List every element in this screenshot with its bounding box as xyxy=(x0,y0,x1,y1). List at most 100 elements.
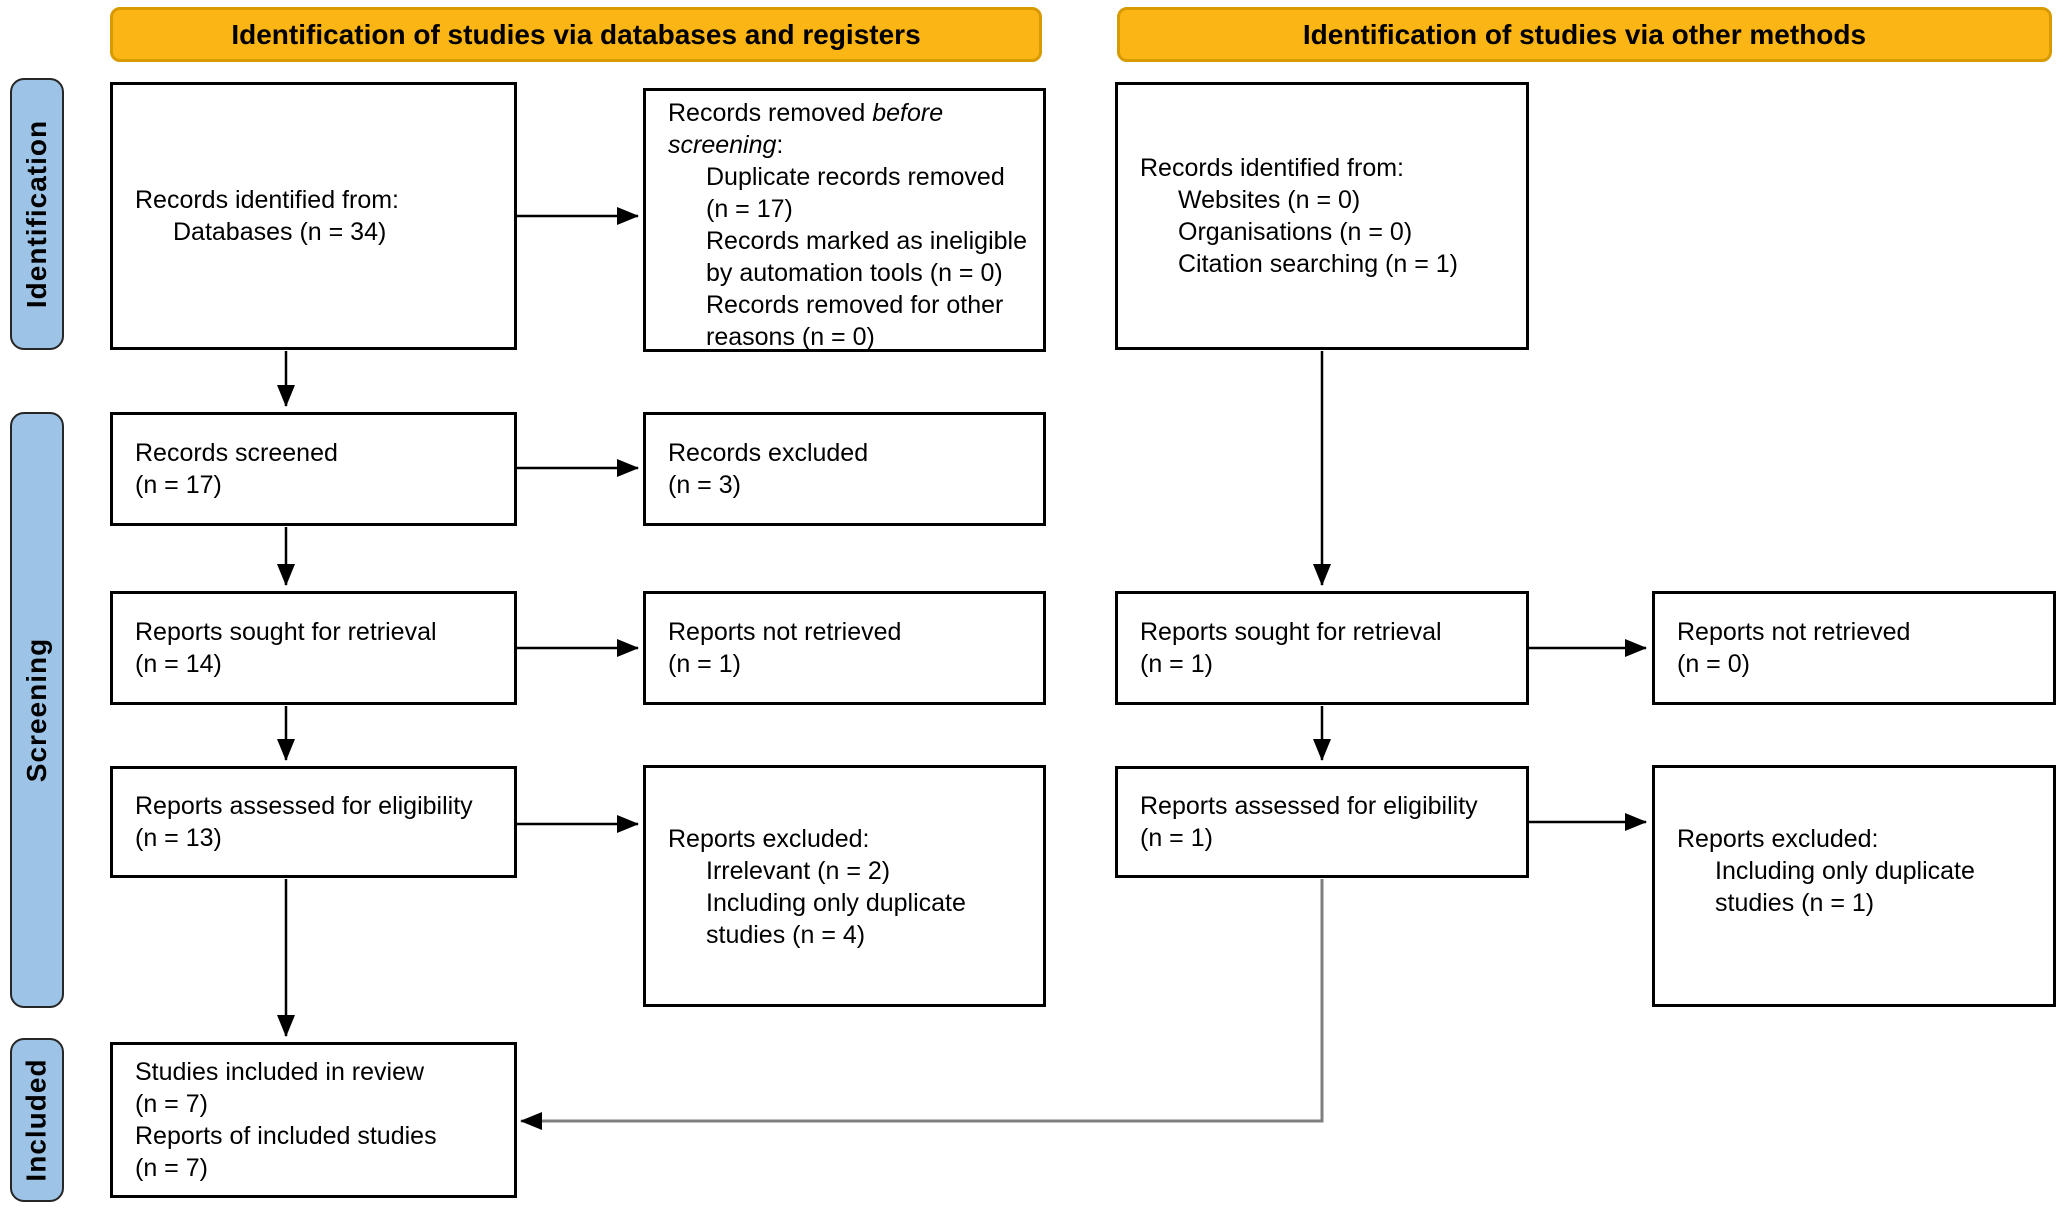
box-text-line: Organisations (n = 0) xyxy=(1140,216,1520,248)
box-text: Including only duplicate xyxy=(706,889,966,917)
box-text: reasons (n = 0) xyxy=(706,323,875,351)
box-text: (n = 17) xyxy=(135,471,222,499)
box-text: (n = 1) xyxy=(1140,650,1213,678)
box-text: studies (n = 1) xyxy=(1715,889,1875,917)
box-text: (n = 13) xyxy=(135,824,222,852)
box-text-line: studies (n = 4) xyxy=(668,919,1037,951)
box-reports-assessed-other: Reports assessed for eligibility (n = 1) xyxy=(1115,766,1529,878)
stage-tab-included: Included xyxy=(10,1038,64,1202)
box-text: Citation searching (n = 1) xyxy=(1178,250,1459,278)
box-text-line: Studies included in review xyxy=(135,1056,508,1088)
box-text: Websites (n = 0) xyxy=(1178,186,1361,214)
box-text-line: Records removed for other xyxy=(668,289,1037,321)
box-text: (n = 7) xyxy=(135,1154,208,1182)
box-text-line: (n = 17) xyxy=(668,193,1037,225)
box-text: Reports assessed for eligibility xyxy=(1140,792,1478,820)
box-text-line: Reports sought for retrieval xyxy=(135,616,508,648)
box-text: Reports of included studies xyxy=(135,1122,437,1150)
box-text: Records removed xyxy=(668,99,873,127)
box-text-line: studies (n = 1) xyxy=(1677,887,2047,919)
box-text: Including only duplicate xyxy=(1715,857,1975,885)
box-reports-not-retrieved-other: Reports not retrieved (n = 0) xyxy=(1652,591,2056,705)
box-text-line: Reports assessed for eligibility xyxy=(135,790,508,822)
box-text: Records identified from: xyxy=(135,186,400,214)
box-text: (n = 1) xyxy=(668,650,741,678)
banner-databases-registers: Identification of studies via databases … xyxy=(110,7,1042,62)
box-text: screening xyxy=(668,131,777,159)
box-text: Databases (n = 34) xyxy=(173,218,387,246)
box-text-line: (n = 7) xyxy=(135,1088,508,1120)
box-text-line: (n = 0) xyxy=(1677,648,2047,680)
box-text-line: Reports of included studies xyxy=(135,1120,508,1152)
box-text-line: Irrelevant (n = 2) xyxy=(668,855,1037,887)
box-text: Reports not retrieved xyxy=(668,618,902,646)
box-text: Records identified from: xyxy=(1140,154,1405,182)
box-reports-sought-databases: Reports sought for retrieval(n = 14) xyxy=(110,591,517,705)
box-text-line: Records screened xyxy=(135,437,508,469)
box-text: Reports sought for retrieval xyxy=(135,618,437,646)
box-text: by automation tools (n = 0) xyxy=(706,259,1003,287)
box-text-line: reasons (n = 0) xyxy=(668,321,1037,353)
box-text: Organisations (n = 0) xyxy=(1178,218,1413,246)
stage-label-identification: Identification xyxy=(21,119,53,309)
box-records-excluded: Records excluded(n = 3) xyxy=(643,412,1046,526)
stage-tab-identification: Identification xyxy=(10,78,64,350)
box-text: (n = 0) xyxy=(1677,650,1750,678)
box-text: Studies included in review xyxy=(135,1058,425,1086)
box-text: (n = 7) xyxy=(135,1090,208,1118)
box-text: Records removed for other xyxy=(706,291,1004,319)
box-text-line: (n = 14) xyxy=(135,648,508,680)
box-reports-not-retrieved-databases: Reports not retrieved (n = 1) xyxy=(643,591,1046,705)
box-text-line: Reports assessed for eligibility xyxy=(1140,790,1520,822)
box-text-line: (n = 17) xyxy=(135,469,508,501)
box-text-line: Databases (n = 34) xyxy=(135,216,508,248)
box-text-line: (n = 7) xyxy=(135,1152,508,1184)
box-text: (n = 1) xyxy=(1140,824,1213,852)
box-text-line: Including only duplicate xyxy=(668,887,1037,919)
box-text: Reports excluded: xyxy=(668,825,870,853)
box-text: Irrelevant (n = 2) xyxy=(706,857,891,885)
box-reports-assessed-databases: Reports assessed for eligibility (n = 13) xyxy=(110,766,517,878)
box-reports-sought-other: Reports sought for retrieval (n = 1) xyxy=(1115,591,1529,705)
box-studies-included-review: Studies included in review (n = 7) Reports… xyxy=(110,1042,517,1198)
box-text-line: Records removed before xyxy=(668,97,1037,129)
box-text-line: (n = 1) xyxy=(1140,648,1520,680)
box-reports-excluded-other: Reports excluded: Including only duplicat… xyxy=(1652,765,2056,1007)
box-text-line: Reports excluded: xyxy=(1677,823,2047,855)
box-reports-excluded-databases: Reports excluded: Irrelevant (n = 2) Inclu… xyxy=(643,765,1046,1007)
box-text-line: (n = 13) xyxy=(135,822,508,854)
box-text-line: Including only duplicate xyxy=(1677,855,2047,887)
box-text-line: Records identified from: xyxy=(135,184,508,216)
box-text: Records marked as ineligible xyxy=(706,227,1027,255)
box-text-line: Reports sought for retrieval xyxy=(1140,616,1520,648)
box-records-screened: Records screened (n = 17) xyxy=(110,412,517,526)
box-text: Records screened xyxy=(135,439,338,467)
box-text: Reports not retrieved xyxy=(1677,618,1911,646)
box-text-line: Reports excluded: xyxy=(668,823,1037,855)
box-text: Records excluded xyxy=(668,439,869,467)
stage-label-included: Included xyxy=(21,1058,52,1182)
box-text-line: Reports not retrieved xyxy=(1677,616,2047,648)
stage-label-screening: Screening xyxy=(21,637,53,783)
box-text-line: screening: xyxy=(668,129,1037,161)
box-text: Reports sought for retrieval xyxy=(1140,618,1442,646)
box-text: Duplicate records removed xyxy=(706,163,1005,191)
box-text: before xyxy=(872,99,944,127)
box-text-line: Citation searching (n = 1) xyxy=(1140,248,1520,280)
banner-other-methods: Identification of studies via other meth… xyxy=(1117,7,2052,62)
box-text: Reports assessed for eligibility xyxy=(135,792,473,820)
box-text: Reports excluded: xyxy=(1677,825,1879,853)
box-text-line: (n = 3) xyxy=(668,469,1037,501)
box-text: studies (n = 4) xyxy=(706,921,866,949)
box-text-line: Websites (n = 0) xyxy=(1140,184,1520,216)
box-text-line: Records marked as ineligible xyxy=(668,225,1037,257)
box-records-identified-other: Records identified from: Websites (n = 0)… xyxy=(1115,82,1529,350)
box-text: (n = 17) xyxy=(706,195,793,223)
box-records-identified-databases: Records identified from: Databases (n = 3… xyxy=(110,82,517,350)
stage-tab-screening: Screening xyxy=(10,412,64,1008)
box-text-line: Reports not retrieved xyxy=(668,616,1037,648)
box-text-line: Duplicate records removed xyxy=(668,161,1037,193)
box-text-line: (n = 1) xyxy=(1140,822,1520,854)
